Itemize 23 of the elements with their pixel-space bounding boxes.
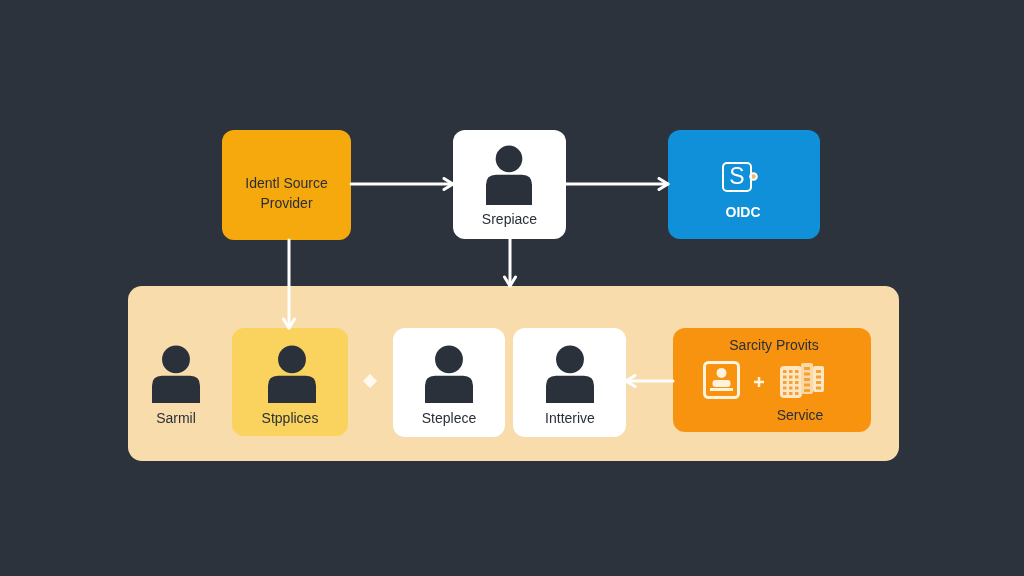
process-box xyxy=(453,130,566,239)
node-label: Sarcity Provits xyxy=(729,336,819,354)
arrow xyxy=(503,237,517,288)
group-band xyxy=(128,286,899,461)
node-label: Identl Source Provider xyxy=(244,174,329,213)
process-box xyxy=(393,328,505,437)
node-label: OIDC xyxy=(725,203,761,221)
process-box xyxy=(222,130,351,240)
process-box xyxy=(673,328,871,432)
node-label: Srepiace xyxy=(481,210,538,228)
letter-tile: S xyxy=(722,162,752,192)
node-label: Service xyxy=(776,406,824,424)
node-label: Intterive xyxy=(545,409,595,427)
node-label: Steplece xyxy=(421,409,477,427)
process-box xyxy=(513,328,626,437)
arrow xyxy=(349,177,455,191)
process-box xyxy=(232,328,348,436)
process-box xyxy=(668,130,820,239)
arrow xyxy=(624,374,675,388)
node-label: Sarmil xyxy=(156,409,196,427)
node-label: Stpplices xyxy=(261,409,319,427)
arrow xyxy=(282,238,296,330)
arrow xyxy=(564,177,670,191)
